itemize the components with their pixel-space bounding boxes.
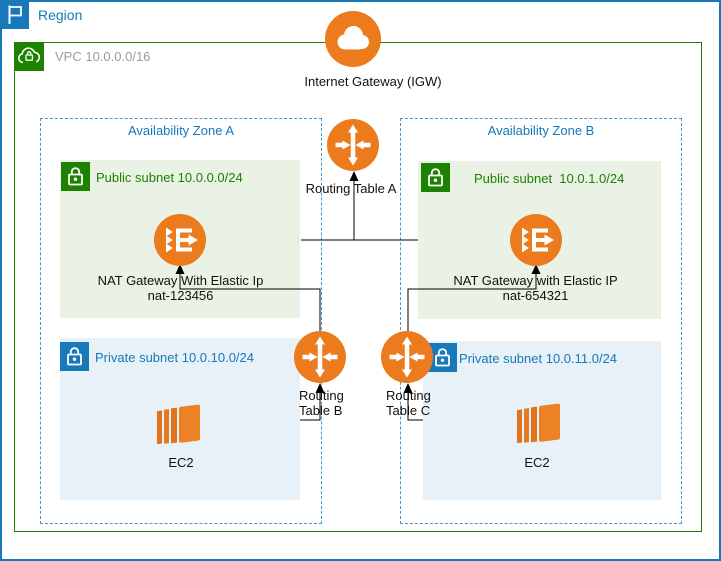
flag-icon [8,5,22,24]
private-subnet-a-lock-badge [60,342,89,371]
nat-gateway-b-icon [510,214,562,266]
routing-table-c-icon [381,331,433,383]
cloud-lock-icon [17,47,41,64]
arrowhead-to-nat-b [531,264,541,274]
nat-gateway-a-label: NAT Gateway With Elastic Ip [97,273,264,288]
routing-table-b-label-line2: Table B [299,403,343,418]
ec2-a-icon [157,404,200,445]
connector-rtb-to-nat-a [179,272,321,331]
private-subnet-b-label: Private subnet 10.0.11.0/24 [459,351,618,366]
ec2-b-icon [517,403,560,444]
availability-zone-b-container: Availability Zone B [400,118,682,524]
internet-gateway-cloud-icon [325,11,381,67]
ec2-a-label: EC2 [168,455,194,470]
lock-icon [67,347,82,366]
lock-icon [428,168,443,187]
vpc-badge [14,42,44,71]
nat-gateway-a-id: nat-123456 [147,288,214,303]
public-subnet-a-lock-badge [61,162,90,191]
nat-gateway-b-label: NAT Gateway with Elastic IP [453,273,618,288]
arrowhead-to-routing-table-a [349,171,359,181]
connector-routing-table-a [301,179,418,241]
routing-table-b-label-line1: Routing [299,388,344,403]
vpc-label: VPC 10.0.0.0/16 [55,49,151,64]
routing-table-b-icon [294,331,346,383]
public-subnet-a-label: Public subnet 10.0.0.0/24 [96,170,243,185]
private-subnet-a-label: Private subnet 10.0.10.0/24 [95,350,255,365]
arrowhead-to-routing-table-b [315,383,325,393]
availability-zone-b-label: Availability Zone B [487,123,595,138]
arrowhead-to-nat-a [175,264,185,274]
region-label: Region [38,7,83,23]
routing-table-c-label-line1: Routing [386,388,431,403]
connector-private-b-to-rtc [407,391,423,421]
routing-table-c-label-line2: Table C [386,403,431,418]
routing-table-a-label: Routing Table A [305,181,397,196]
lock-icon [68,167,83,186]
availability-zone-a-container: Availability Zone A [40,118,322,524]
connector-private-a-to-rtb [300,391,321,421]
routing-table-a-icon [327,119,379,171]
nat-gateway-b-id: nat-654321 [502,288,569,303]
internet-gateway-label: Internet Gateway (IGW) [304,74,442,89]
availability-zone-a-label: Availability Zone A [128,123,234,138]
region-flag-badge [0,0,29,29]
connector-rtc-to-nat-b [407,272,537,331]
lock-icon [435,348,450,367]
public-subnet-b-lock-badge [421,163,450,192]
nat-gateway-a-icon [154,214,206,266]
ec2-b-label: EC2 [524,455,550,470]
public-subnet-b-label: Public subnet 10.0.1.0/24 [474,171,625,186]
arrowhead-to-routing-table-c [403,383,413,393]
